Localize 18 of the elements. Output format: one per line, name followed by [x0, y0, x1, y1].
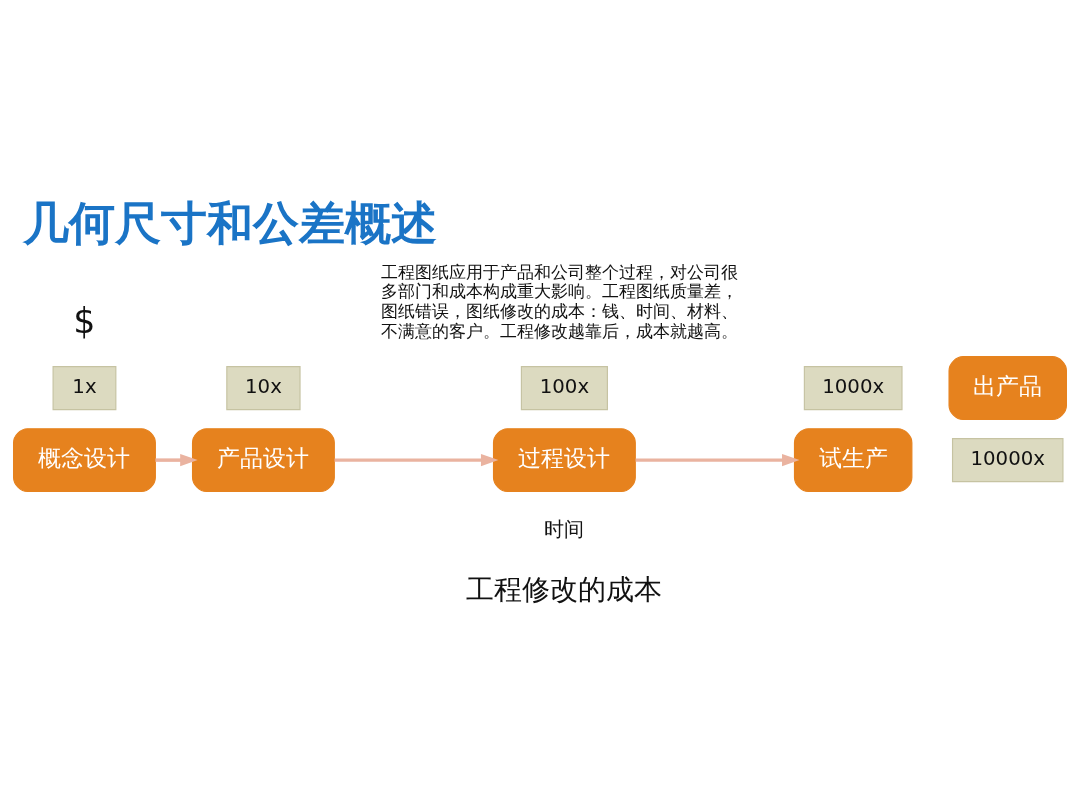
label: $: [73, 300, 96, 341]
arrow: [155, 453, 198, 466]
node-box: 1x: [52, 365, 117, 410]
node-box: 过程设计: [492, 427, 636, 492]
node-box: 10x: [226, 365, 301, 410]
node-box: 试生产: [793, 427, 913, 492]
node-box: 100x: [520, 365, 608, 410]
node-box: 1000x: [803, 365, 903, 410]
node-box: 出产品: [948, 355, 1067, 420]
node-box: 10000x: [951, 437, 1064, 482]
arrow: [635, 453, 800, 466]
node-box: 概念设计: [13, 427, 156, 492]
caption: 工程修改的成本: [466, 572, 663, 606]
label: 时间: [544, 517, 585, 541]
node-box: 产品设计: [191, 427, 335, 492]
label: 工程图纸应用于产品和公司整个过程，对公司很多部门和成本构成重大影响。工程图纸质量差，图纸错误，图纸修改的成本：钱、时间、材料、不满意的客户。工程修改越靠后，成本就越高。: [380, 261, 738, 341]
diagram-title: 几何尺寸和公差概述: [22, 195, 437, 250]
arrow: [334, 453, 499, 466]
